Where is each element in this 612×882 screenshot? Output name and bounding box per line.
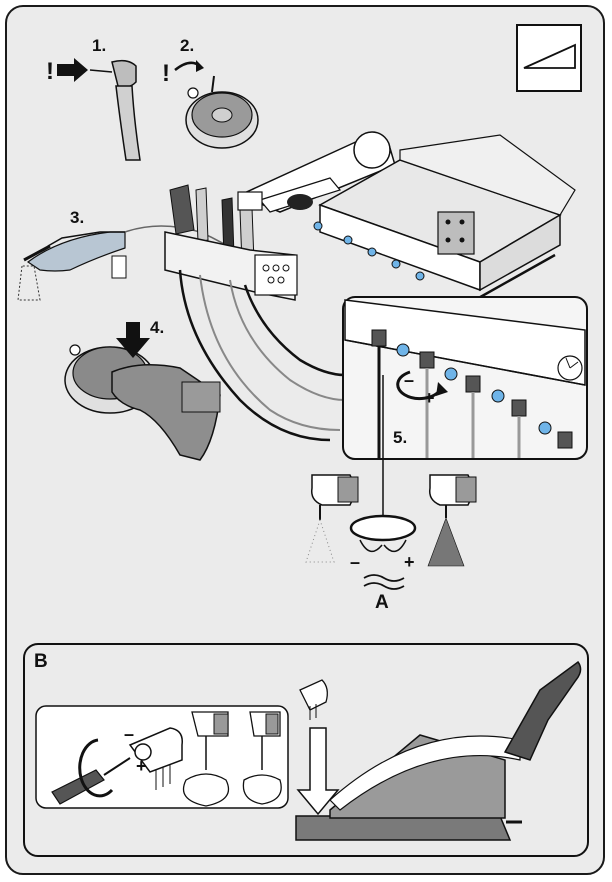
dental-unit-instrument-tray: [164, 184, 346, 442]
detail-plus-sign: +: [424, 388, 435, 408]
warning-mark-1: !: [46, 58, 54, 85]
callout-a-label: A: [375, 592, 389, 613]
foot-control-icon: [174, 60, 259, 149]
dental-unit-arm: [237, 131, 396, 213]
rotation-plus-sign: +: [404, 552, 415, 572]
step-5-label: 5.: [393, 428, 408, 447]
valve-block: [313, 134, 576, 302]
panel-b-plus-sign: +: [136, 756, 147, 776]
valve-detail-inset: [342, 296, 588, 460]
wedge-icon: [516, 24, 582, 92]
foot-pressing-control-icon: [64, 322, 221, 461]
rotation-minus-sign: –: [350, 552, 361, 572]
fine-spray-nozzle-icon: [305, 474, 359, 563]
handpiece-insert-icon: [57, 58, 141, 161]
callout-b-label: B: [34, 651, 48, 672]
detail-minus-sign: –: [404, 370, 415, 390]
step-3-label: 3.: [70, 208, 85, 227]
warning-mark-2: !: [162, 60, 170, 87]
step-2-label: 2.: [180, 36, 195, 55]
step-1-label: 1.: [92, 36, 107, 55]
coarse-spray-nozzle-icon: [427, 474, 477, 567]
rotation-water-icon: [349, 514, 417, 590]
panel-b-minus-sign: –: [124, 724, 135, 744]
step-4-label: 4.: [150, 318, 165, 337]
panel-b: [23, 643, 589, 857]
